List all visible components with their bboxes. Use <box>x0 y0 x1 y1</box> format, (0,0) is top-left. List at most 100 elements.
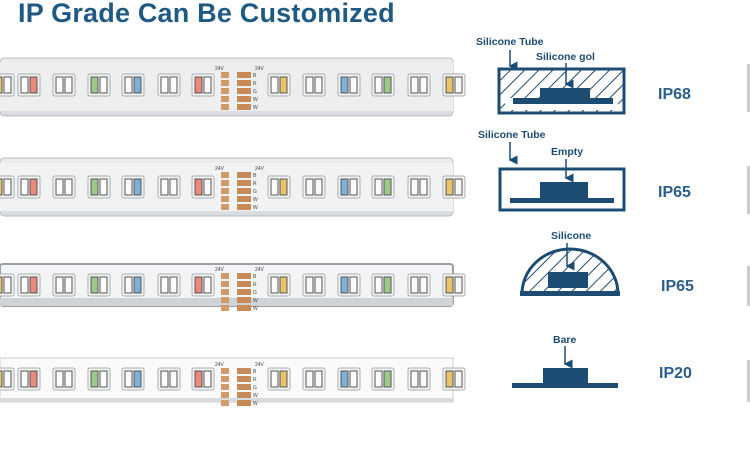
led-chip <box>0 367 15 391</box>
pad-pin-label: G <box>253 89 257 95</box>
solder-pad <box>221 80 229 86</box>
led-chip <box>157 367 181 391</box>
edge-strip <box>747 360 750 402</box>
led-chip <box>157 273 181 297</box>
diagram-ip65-tube <box>498 142 626 212</box>
pad-voltage-label: 24V <box>215 166 225 172</box>
solder-pad <box>237 80 251 86</box>
led-chip <box>267 273 291 297</box>
led-chip <box>442 273 466 297</box>
led-chip <box>121 175 145 199</box>
solder-pad <box>221 204 229 210</box>
solder-pad <box>221 392 229 398</box>
led-chip <box>337 73 361 97</box>
led-chip <box>87 273 111 297</box>
led-chip <box>87 175 111 199</box>
led-chip <box>337 367 361 391</box>
solder-pad <box>221 72 229 78</box>
pad-pin-label: G <box>253 385 257 391</box>
pad-pin-label: G <box>253 290 257 296</box>
pad-pin-label: R <box>253 81 257 87</box>
pad-voltage-label: 24V <box>255 362 265 368</box>
solder-pad <box>237 400 251 406</box>
callout-silicone-gol: Silicone gol <box>536 51 595 63</box>
led-chip <box>302 367 326 391</box>
led-chip <box>0 273 15 297</box>
solder-pad <box>237 368 251 374</box>
led-chip <box>267 175 291 199</box>
led-chips <box>0 73 466 97</box>
led-chip <box>157 175 181 199</box>
solder-pad <box>237 104 251 110</box>
solder-pad <box>237 289 251 295</box>
pad-pin-label: R <box>253 377 257 383</box>
pad-pin-label: W <box>253 298 258 304</box>
solder-pad <box>237 376 251 382</box>
solder-pad <box>221 180 229 186</box>
solder-pad <box>237 384 251 390</box>
solder-pad <box>237 188 251 194</box>
led-chip <box>442 367 466 391</box>
led-chip <box>0 175 15 199</box>
pad-voltage-label: 24V <box>215 267 225 273</box>
led-chip <box>302 73 326 97</box>
edge-strip <box>747 166 750 214</box>
pad-pin-label: W <box>253 306 258 312</box>
edge-strip <box>747 266 750 306</box>
solder-pad <box>237 172 251 178</box>
led-chip <box>157 73 181 97</box>
led-chip <box>52 73 76 97</box>
solder-pad <box>221 281 229 287</box>
page-title: IP Grade Can Be Customized <box>18 0 395 28</box>
solder-pad <box>237 196 251 202</box>
pad-pin-label: R <box>253 181 257 187</box>
led-chip <box>442 175 466 199</box>
solder-pad <box>221 188 229 194</box>
led-chip <box>371 367 395 391</box>
callout-bare: Bare <box>553 334 577 346</box>
pad-pin-label: W <box>253 393 258 399</box>
solder-pad <box>221 172 229 178</box>
led-chip <box>52 273 76 297</box>
edge-strip <box>747 64 750 112</box>
pad-pin-label: W <box>253 401 258 407</box>
led-chip <box>191 175 215 199</box>
led-chip <box>407 367 431 391</box>
solder-pad <box>221 289 229 295</box>
solder-pad <box>237 305 251 311</box>
solder-pad <box>221 368 229 374</box>
grade-ip65-tube: IP65 <box>658 184 691 201</box>
led-chip <box>302 273 326 297</box>
callout-silicone-tube-2: Silicone Tube <box>478 129 546 141</box>
led-chip <box>371 273 395 297</box>
led-chips <box>0 367 466 391</box>
pad-pin-label: W <box>253 97 258 103</box>
led-chip <box>17 73 41 97</box>
led-chip <box>407 273 431 297</box>
diagram-ip68 <box>497 50 626 115</box>
solder-pad <box>237 96 251 102</box>
pad-voltage-label: 24V <box>255 166 265 172</box>
diagram-ip65-dome <box>520 243 620 296</box>
solder-pad <box>237 297 251 303</box>
solder-pad <box>237 72 251 78</box>
solder-pad <box>221 273 229 279</box>
led-chip <box>371 175 395 199</box>
pad-pin-label: R <box>253 282 257 288</box>
led-chips <box>0 273 466 297</box>
solder-pad <box>237 88 251 94</box>
solder-pad <box>221 305 229 311</box>
callout-empty: Empty <box>551 146 583 158</box>
led-chip <box>337 273 361 297</box>
led-chip <box>121 73 145 97</box>
grade-ip65-dome: IP65 <box>661 278 694 295</box>
led-chip <box>52 175 76 199</box>
solder-pad <box>237 204 251 210</box>
pad-voltage-label: 24V <box>255 267 265 273</box>
led-chip <box>267 73 291 97</box>
